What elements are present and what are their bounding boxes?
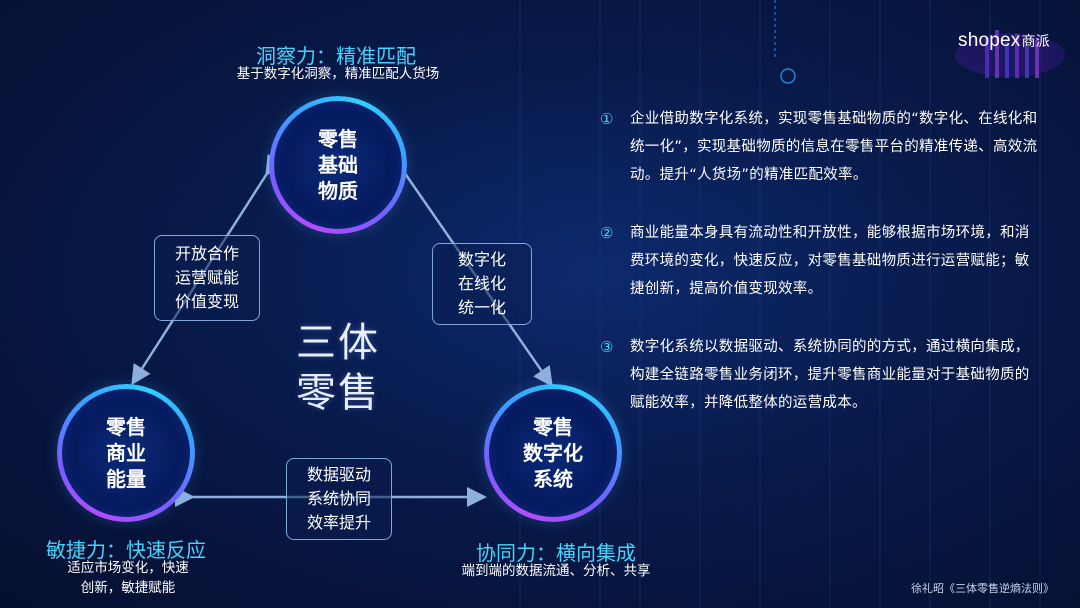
box-bottom-edge: 数据驱动 系统协同 效率提升 [286,458,392,540]
left-heading: 敏捷力：快速反应 [46,538,206,562]
circle-left-label: 零售 商业 能量 [106,415,146,491]
left-subtitle-line-2: 创新，敏捷赋能 [80,580,176,596]
point-text: 商业能量本身具有流动性和开放性，能够根据市场环境，和消费环境的变化，快速反应，对… [630,225,1030,297]
point-text: 企业借助数字化系统，实现零售基础物质的“数字化、在线化和统一化”，实现基础物质的… [630,111,1038,183]
point-number: ① [600,110,614,128]
circle-right-label: 零售 数字化 系统 [523,415,583,491]
brand-name: shopex [958,30,1021,51]
point-text: 数字化系统以数据驱动、系统协同的的方式，通过横向集成，构建全链路零售业务闭环，提… [630,339,1030,411]
box-left-edge: 开放合作 运营赋能 价值变现 [154,235,260,321]
brand-name-cn: 商派 [1021,33,1050,49]
point-number: ② [600,224,614,242]
footer-credit: 徐礼昭《三体零售逆熵法则》 [911,582,1054,595]
left-subtitle: 适应市场变化，快速 创新，敏捷赋能 [40,558,216,598]
brand-logo: shopex商派 [958,30,1050,52]
point-item: ① 企业借助数字化系统，实现零售基础物质的“数字化、在线化和统一化”，实现基础物… [600,105,1040,189]
circle-retail-basic-matter: 零售 基础 物质 [274,101,402,229]
left-subtitle-line-1: 适应市场变化，快速 [67,560,189,576]
box-right-edge: 数字化 在线化 统一化 [432,243,532,325]
top-heading: 洞察力：精准匹配 [256,44,416,68]
top-subtitle: 基于数字化洞察，精准匹配人货场 [236,66,440,82]
circle-retail-business-energy: 零售 商业 能量 [62,389,190,517]
points-list: ① 企业借助数字化系统，实现零售基础物质的“数字化、在线化和统一化”，实现基础物… [600,105,1040,447]
decor-ring [780,68,796,84]
point-item: ② 商业能量本身具有流动性和开放性，能够根据市场环境，和消费环境的变化，快速反应… [600,219,1040,303]
circle-top-label: 零售 基础 物质 [318,127,358,203]
right-heading: 协同力：横向集成 [476,541,636,565]
center-title: 三体 零售 [296,320,380,416]
point-item: ③ 数字化系统以数据驱动、系统协同的的方式，通过横向集成，构建全链路零售业务闭环… [600,333,1040,417]
brand-glow [955,30,1065,78]
circle-retail-digital-system: 零售 数字化 系统 [489,389,617,517]
point-number: ③ [600,338,614,356]
right-subtitle: 端到端的数据流通、分析、共享 [461,563,651,579]
